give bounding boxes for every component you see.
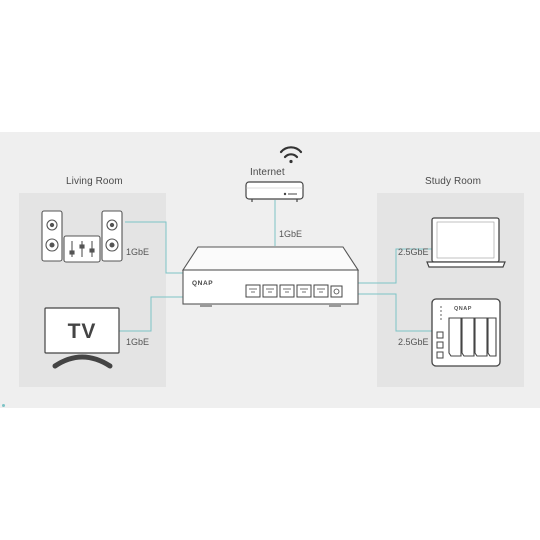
switch-port <box>262 284 278 298</box>
router-icon <box>245 181 304 202</box>
drive-bay <box>474 317 488 357</box>
switch-brand-logo: QNAP <box>192 280 213 287</box>
laptop-cable <box>358 248 432 284</box>
cursor-dot <box>2 404 5 407</box>
nas-icon: QNAP <box>431 298 501 367</box>
tv-cable <box>118 296 183 332</box>
tv-icon: TV <box>44 307 120 369</box>
tv-stand <box>52 354 113 369</box>
speakers-icon <box>41 210 123 263</box>
drive-bay <box>461 317 475 357</box>
speakers-speed-label: 1GbE <box>126 247 150 257</box>
laptop-icon <box>426 217 506 268</box>
nas-cable <box>358 293 432 332</box>
switch-port <box>279 284 295 298</box>
nas-brand-logo: QNAP <box>454 306 472 312</box>
living-room-title: Living Room <box>66 176 123 187</box>
switch-port <box>245 284 261 298</box>
drive-bay <box>487 317 497 357</box>
nas-drive-bays <box>448 317 497 357</box>
speakers-cable <box>125 221 183 274</box>
internet-label: Internet <box>250 167 285 178</box>
wifi-icon <box>279 146 303 164</box>
tv-speed-label: 1GbE <box>126 337 150 347</box>
switch-ports <box>245 284 329 298</box>
nas-speed-label: 2.5GbE <box>398 337 429 347</box>
switch-port <box>296 284 312 298</box>
power-port <box>330 285 343 298</box>
drive-bay <box>448 317 462 357</box>
study-room-title: Study Room <box>425 176 482 187</box>
cables <box>118 200 432 332</box>
tv-label: TV <box>68 320 97 343</box>
uplink-speed-label: 1GbE <box>279 229 303 239</box>
network-switch: QNAP <box>181 246 360 307</box>
switch-port <box>313 284 329 298</box>
laptop-speed-label: 2.5GbE <box>398 247 429 257</box>
